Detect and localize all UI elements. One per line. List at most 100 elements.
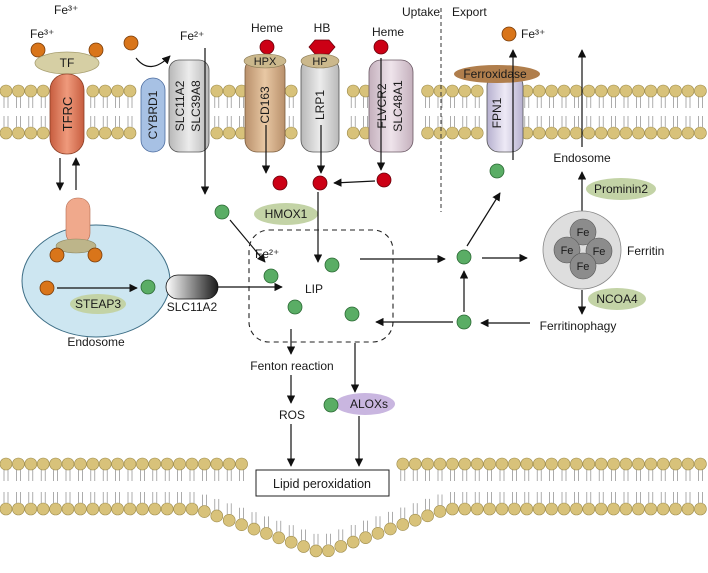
lipid-head — [222, 514, 236, 527]
lipid-head — [160, 502, 174, 516]
lipid-head — [185, 457, 199, 471]
lipid-head — [222, 457, 236, 471]
lipid-head — [408, 513, 422, 527]
fenton-label: Fenton reaction — [250, 359, 333, 373]
lipid-head — [557, 84, 571, 98]
heme-label-2: Heme — [372, 25, 404, 39]
lipid-head — [0, 502, 13, 516]
cybrd1-label: CYBRD1 — [146, 90, 160, 139]
lipid-head — [198, 505, 211, 518]
lipid-head — [632, 502, 645, 516]
flvcr2-label: FLVCR2 — [375, 83, 389, 128]
lipid-head — [12, 502, 25, 516]
lipid-head — [644, 457, 658, 471]
ferroxidase-oval — [454, 65, 540, 83]
lipid-head — [297, 540, 310, 553]
ferritin-fe-label: Fe — [593, 246, 606, 258]
lipid-head — [160, 457, 174, 471]
lipid-head — [470, 84, 484, 98]
tfrc-receptor — [49, 73, 85, 155]
lipid-head — [570, 457, 583, 471]
lip-label: LIP — [305, 282, 323, 296]
lipid-head — [669, 502, 682, 516]
lipid-head — [495, 457, 509, 471]
heme-transfer-arrow — [333, 178, 376, 187]
lipid-head — [681, 84, 695, 98]
endosomal-tf — [55, 238, 97, 254]
fe2-ion — [323, 397, 339, 413]
fe3-ion — [30, 42, 46, 58]
lipid-head — [508, 502, 521, 516]
lipid-head — [532, 84, 546, 98]
lipid-head — [24, 126, 38, 140]
fe3-ion — [49, 247, 65, 263]
lipid-head — [334, 540, 348, 553]
hemoglobin — [308, 39, 336, 55]
lipid-head — [619, 502, 633, 516]
fe2-ion — [344, 306, 360, 322]
ferroxidase-label: Ferroxidase — [463, 67, 527, 81]
lipid-head — [644, 84, 658, 98]
lipid-head — [458, 457, 472, 471]
lipid-head — [433, 457, 447, 471]
heme — [376, 172, 392, 188]
lipid-head — [421, 457, 434, 471]
lipid-head — [12, 126, 25, 140]
lipid-head — [520, 457, 534, 471]
slc11a2-slc39a8-transporter — [168, 59, 210, 153]
heme — [312, 175, 328, 191]
lipid-head — [24, 84, 38, 98]
lipid-head — [123, 126, 137, 140]
lipid-head — [346, 126, 360, 140]
lipid-head — [557, 502, 571, 516]
lip-fe2-label: Fe²⁺ — [255, 247, 279, 261]
lipid-head — [495, 502, 509, 516]
lipid-head — [408, 457, 422, 471]
lipid-head — [359, 531, 372, 544]
lipid-head — [98, 502, 112, 516]
fe2-ion — [140, 279, 156, 295]
lipid-head — [36, 457, 50, 471]
ros-label: ROS — [279, 408, 305, 422]
lipid-head — [136, 502, 149, 516]
lipid-head — [433, 84, 447, 98]
lipid-head — [669, 84, 682, 98]
lipid-head — [111, 84, 124, 98]
fe3-tf-label: Fe³⁺ — [30, 27, 54, 41]
lipid-head — [0, 457, 13, 471]
lipid-head — [111, 502, 124, 516]
lipid-head — [557, 457, 571, 471]
lipid-head — [222, 126, 236, 140]
fe2-ion — [214, 204, 230, 220]
lipid-head — [532, 126, 546, 140]
fe3-export-label: Fe³⁺ — [521, 27, 545, 41]
lipid-head — [210, 126, 224, 140]
slc11a2-endosomal-label: SLC11A2 — [167, 300, 218, 314]
lipid-head — [49, 502, 62, 516]
lipid-head — [396, 518, 410, 531]
ferritin-fe-label: Fe — [577, 227, 590, 239]
lipid-head — [532, 457, 546, 471]
lipid-head — [198, 457, 211, 471]
lipid-head — [483, 457, 496, 471]
lipid-head — [656, 84, 670, 98]
lipid-head — [0, 126, 13, 140]
fe2-ion — [324, 257, 340, 273]
export-label: Export — [452, 5, 487, 19]
lipid-head — [446, 502, 459, 516]
lipid-head — [656, 457, 670, 471]
lipid-head — [694, 457, 707, 471]
lipid-head — [86, 84, 100, 98]
lipid-head — [371, 526, 385, 540]
lipid-head — [384, 522, 397, 536]
lipid-head — [458, 502, 472, 516]
lipid-head — [681, 457, 695, 471]
labile-iron-pool — [248, 229, 394, 343]
lipid-head — [185, 502, 199, 516]
steap3-label: STEAP3 — [75, 297, 121, 311]
lipid-head — [36, 84, 50, 98]
lipid-head — [594, 126, 608, 140]
alox-oval — [335, 393, 395, 415]
lipid-head — [545, 126, 558, 140]
lipid-head — [173, 457, 186, 471]
